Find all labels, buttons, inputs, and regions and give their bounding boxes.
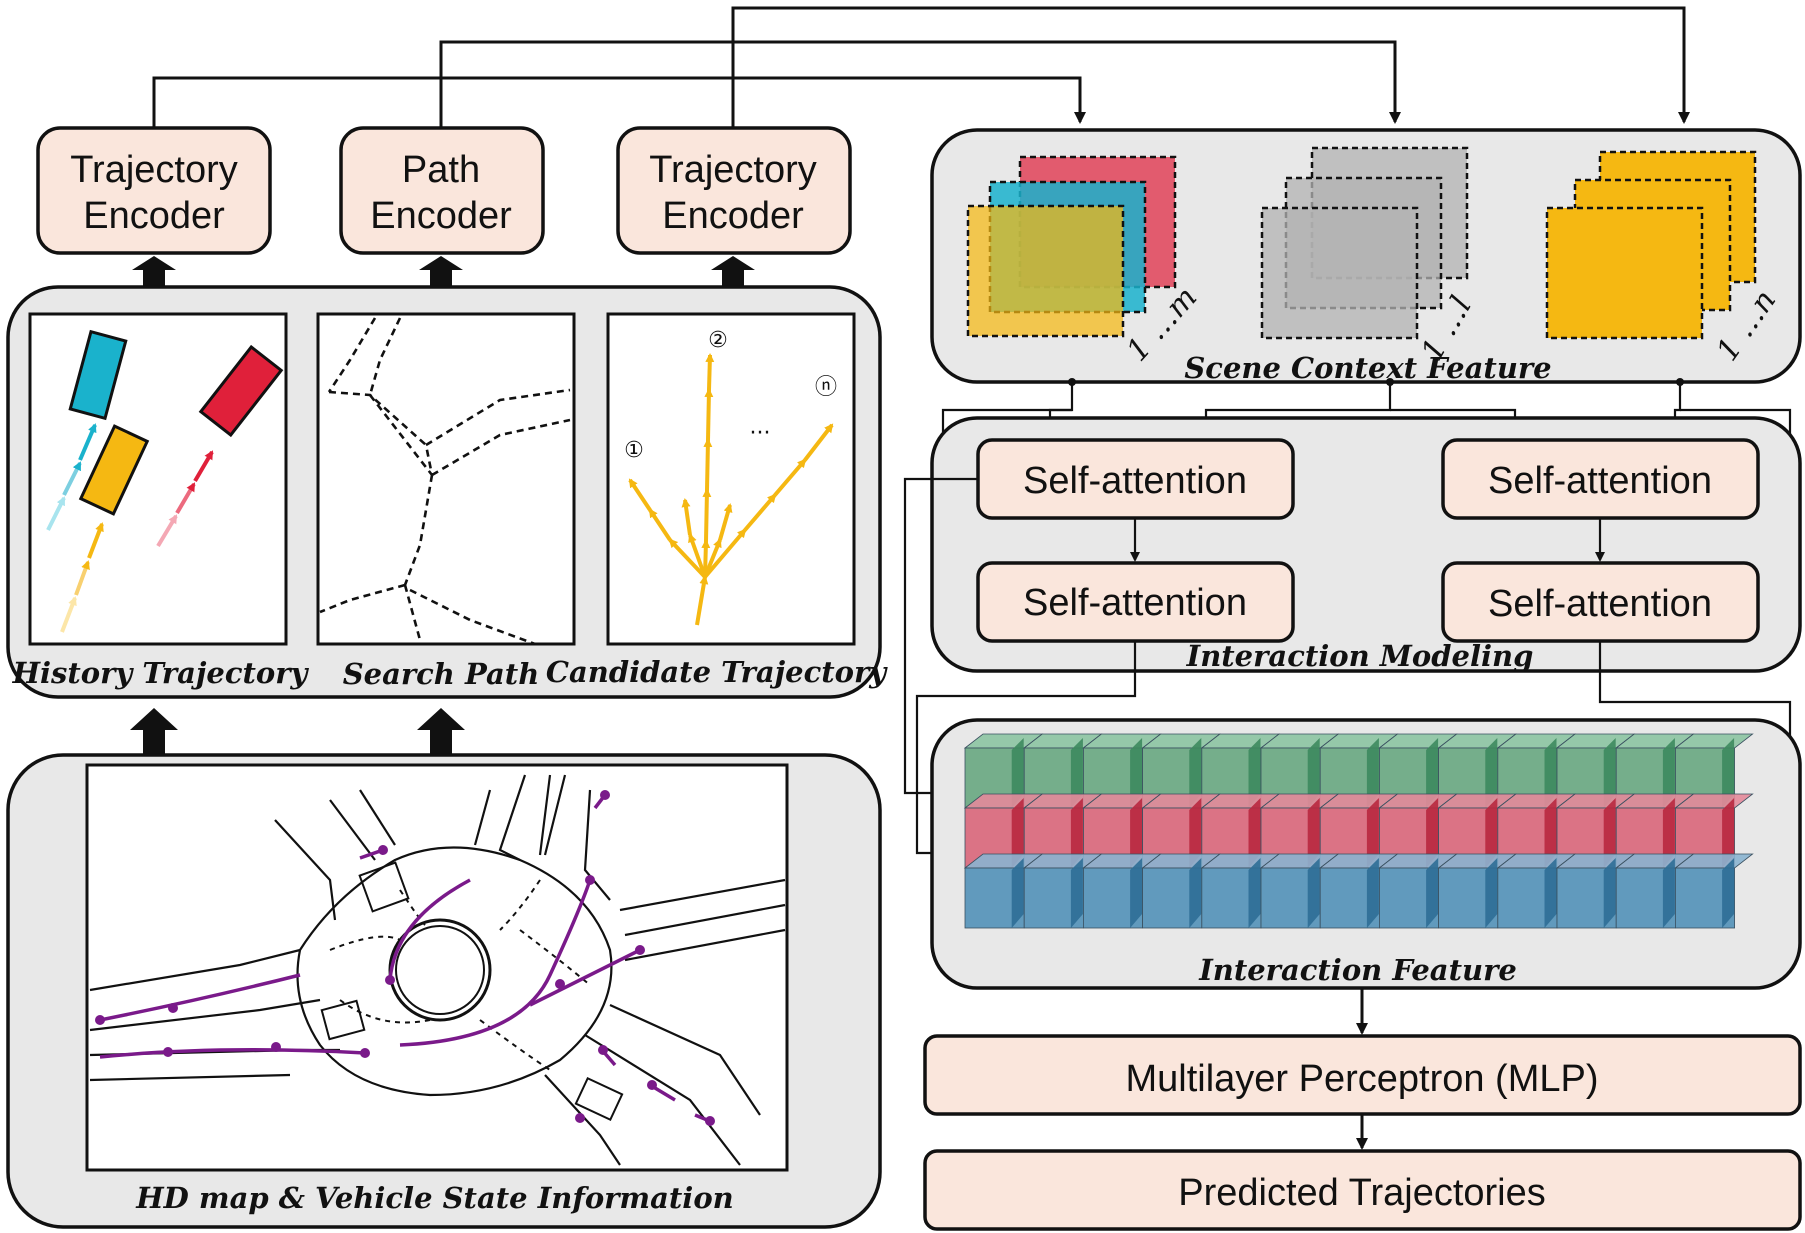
interaction-feature-tensor bbox=[963, 733, 1754, 929]
search-path-figure bbox=[316, 312, 576, 646]
feature-cube bbox=[1674, 853, 1754, 929]
candidate-marker-2: ② bbox=[708, 328, 728, 353]
self-attention-label: Self-attention bbox=[1023, 582, 1247, 624]
search-path-caption: Search Path bbox=[343, 657, 540, 691]
candidate-trajectory-caption: Candidate Trajectory bbox=[546, 655, 888, 689]
self-attention-block-1: Self-attention bbox=[976, 438, 1295, 520]
input-to-encoder-arrows bbox=[132, 256, 755, 288]
map-to-input-arrows bbox=[130, 708, 465, 755]
predicted-trajectories-block: Predicted Trajectories bbox=[923, 1149, 1802, 1231]
encoder-label-line2: Encoder bbox=[370, 195, 512, 237]
self-attention-label: Self-attention bbox=[1023, 460, 1247, 502]
feature-cube bbox=[1555, 853, 1636, 929]
path-encoder: Path Encoder bbox=[339, 126, 545, 255]
feature-row-blue bbox=[963, 853, 1754, 929]
candidate-trajectory-figure bbox=[606, 312, 856, 646]
scene-stack-path: 1 …l bbox=[1260, 146, 1479, 367]
candidate-ellipsis: ··· bbox=[750, 421, 771, 446]
feature-cube bbox=[963, 853, 1044, 929]
interaction-modeling-caption: Interaction Modeling bbox=[1186, 639, 1534, 673]
encoder-to-scene-wires bbox=[152, 6, 1690, 128]
encoder-label-line1: Path bbox=[402, 149, 480, 191]
map-caption: HD map & Vehicle State Information bbox=[135, 1181, 734, 1215]
encoder-label-line2: Encoder bbox=[83, 195, 225, 237]
feature-cube bbox=[1200, 853, 1281, 929]
encoder-label-line1: Trajectory bbox=[70, 149, 238, 191]
candidate-marker-1: ① bbox=[624, 438, 644, 463]
scene-context-caption: Scene Context Feature bbox=[1184, 351, 1551, 385]
scene-stack-history: 1 …m bbox=[966, 155, 1204, 368]
feature-cube bbox=[1023, 853, 1103, 929]
self-attention-block-4: Self-attention bbox=[1441, 561, 1760, 643]
scene-stack-candidate: 1 …n bbox=[1545, 150, 1783, 368]
self-attention-label: Self-attention bbox=[1488, 460, 1712, 502]
feature-cube bbox=[1378, 853, 1458, 929]
feature-cube bbox=[1319, 853, 1399, 929]
feature-cube bbox=[1141, 853, 1221, 929]
mlp-block: Multilayer Perceptron (MLP) bbox=[923, 1034, 1802, 1116]
feature-cube bbox=[1082, 853, 1162, 929]
trajectory-encoder-history: Trajectory Encoder bbox=[36, 126, 272, 255]
encoder-label-line1: Trajectory bbox=[649, 149, 817, 191]
feature-cube bbox=[1615, 853, 1695, 929]
feature-cube bbox=[1319, 733, 1399, 809]
mlp-label: Multilayer Perceptron (MLP) bbox=[1125, 1058, 1598, 1100]
self-attention-block-2: Self-attention bbox=[976, 561, 1295, 643]
attention-internal-wires bbox=[1130, 518, 1605, 562]
hd-map-figure bbox=[85, 763, 789, 1172]
self-attention-block-3: Self-attention bbox=[1441, 438, 1760, 520]
interaction-feature-caption: Interaction Feature bbox=[1198, 953, 1517, 987]
candidate-marker-n: ⓝ bbox=[815, 375, 837, 400]
history-trajectory-caption: History Trajectory bbox=[12, 656, 310, 690]
encoder-label-line2: Encoder bbox=[662, 195, 804, 237]
history-trajectory-figure bbox=[28, 312, 288, 646]
trajectory-encoder-candidate: Trajectory Encoder bbox=[616, 126, 852, 255]
predicted-trajectories-label: Predicted Trajectories bbox=[1178, 1172, 1546, 1214]
self-attention-label: Self-attention bbox=[1488, 583, 1712, 625]
